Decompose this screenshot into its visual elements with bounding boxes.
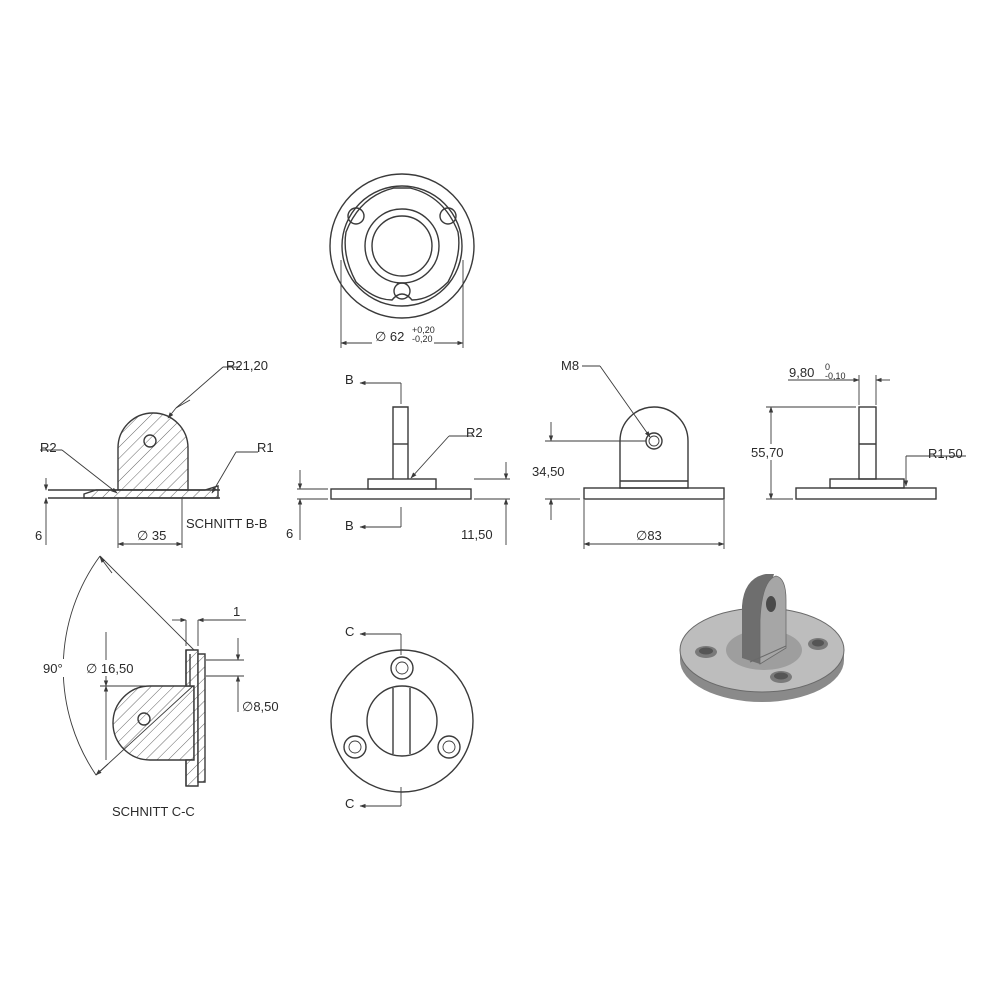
section-bb-dim-6: 6 (35, 528, 42, 543)
section-bb-r1-label: R1 (257, 440, 274, 455)
top-view: ∅ 62 +0,20 -0,20 (329, 173, 475, 348)
section-bb-title: SCHNITT B-B (186, 516, 267, 531)
side-view-dia-83: ∅83 (636, 528, 662, 543)
section-c-c: 90° 1 ∅ 16,50 ∅8,50 SCHNITT C-C (40, 555, 279, 819)
top-view-tol-lower: -0,20 (412, 334, 433, 344)
isometric-render (679, 574, 845, 702)
section-bb-radius-main: R21,20 (226, 358, 268, 373)
front-view-b-bottom: B (345, 518, 354, 533)
right-view: 9,80 0 -0,10 55,70 R1,50 (750, 362, 966, 500)
front-view: B B R2 6 11,50 (286, 372, 510, 545)
bottom-view-c-bottom: C (345, 796, 354, 811)
section-bb-r2-label: R2 (40, 440, 57, 455)
section-cc-title: SCHNITT C-C (112, 804, 195, 819)
bottom-view: C C (330, 624, 474, 811)
section-cc-angle: 90° (43, 661, 63, 676)
right-view-tol-lower: -0,10 (825, 371, 846, 381)
front-view-dim-6: 6 (286, 526, 293, 541)
side-view-dim-34: 34,50 (532, 464, 565, 479)
section-cc-dim-1: 1 (233, 604, 240, 619)
right-view-tol-upper: 0 (825, 362, 830, 372)
side-view-m8-label: M8 (561, 358, 579, 373)
section-cc-dia-850: ∅8,50 (242, 699, 279, 714)
bottom-view-c-top: C (345, 624, 354, 639)
top-view-diameter-label: ∅ 62 (375, 329, 404, 344)
side-view: M8 34,50 ∅83 (532, 358, 725, 549)
section-cc-dia-1650: ∅ 16,50 (86, 661, 133, 676)
front-view-r2-label: R2 (466, 425, 483, 440)
right-view-dim-5570: 55,70 (751, 445, 784, 460)
front-view-dim-11: 11,50 (461, 527, 493, 542)
right-view-r150-label: R1,50 (928, 446, 963, 461)
section-b-b: R21,20 R2 R1 6 ∅ 35 SCHNITT B-B (35, 358, 274, 548)
front-view-b-top: B (345, 372, 354, 387)
top-view-tol-upper: +0,20 (412, 325, 435, 335)
right-view-dim-980: 9,80 (789, 365, 814, 380)
section-bb-dia-35: ∅ 35 (137, 528, 166, 543)
